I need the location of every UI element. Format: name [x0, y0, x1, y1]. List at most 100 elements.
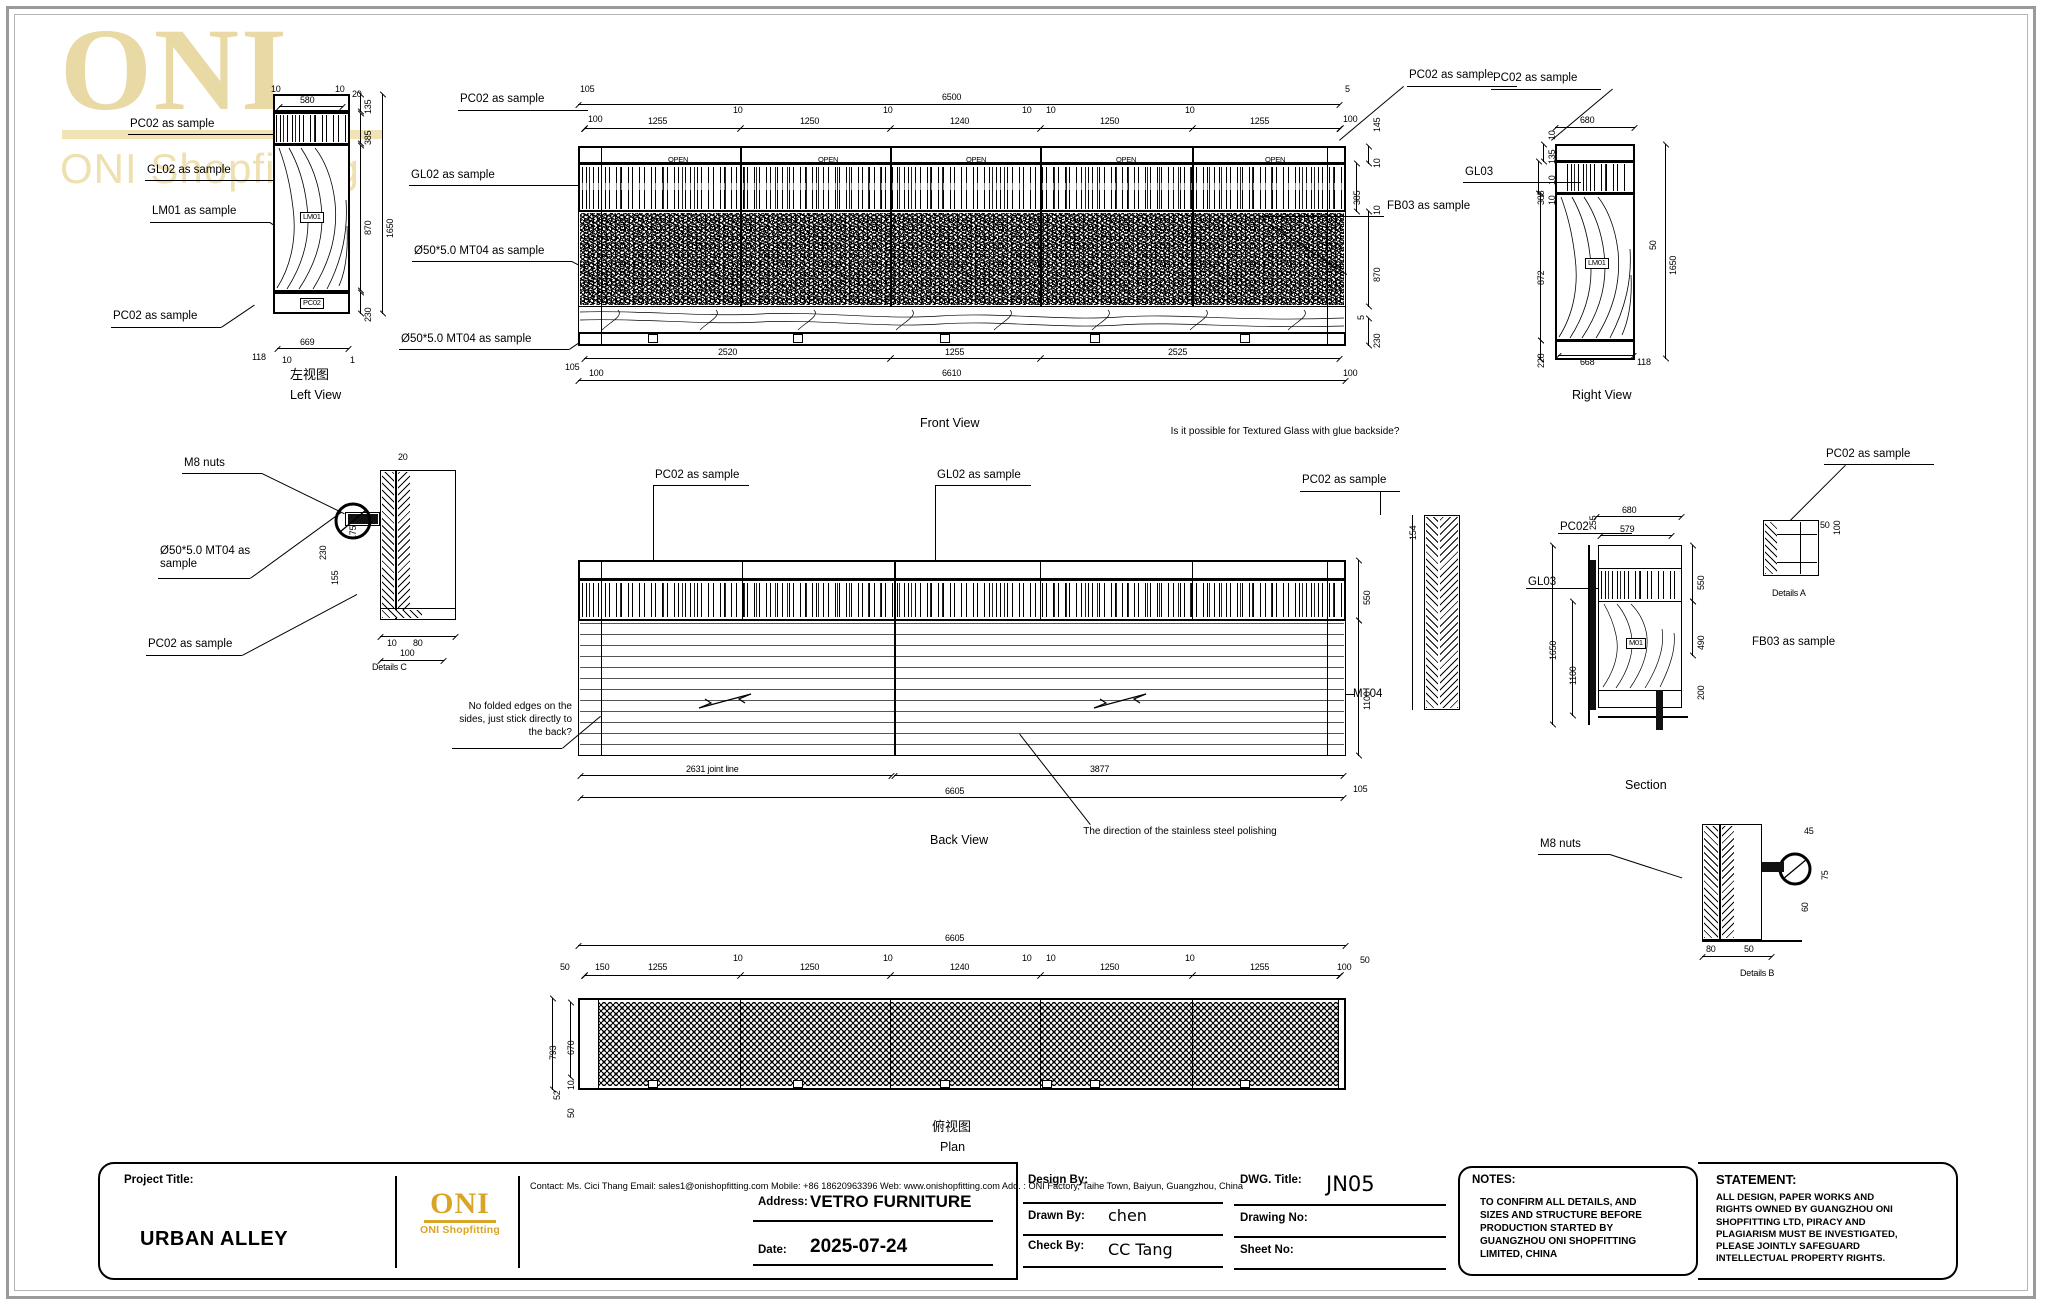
- details-c-bracket-fill: [348, 514, 378, 524]
- left-view-vdim-230: [360, 292, 361, 314]
- design-by-label: Design By:: [1028, 1174, 1089, 1186]
- right-view-vdim-1650: [1665, 144, 1666, 359]
- left-view-vdim-385: [360, 113, 361, 144]
- back-view-top-cap: [578, 560, 1346, 580]
- back-view-dim-joint-line: [580, 775, 892, 776]
- leader-line-fb03: [1259, 216, 1384, 217]
- front-view-mullion: [890, 146, 892, 307]
- details-c-plate-hatch: [398, 472, 410, 618]
- front-view-seg-1255b: 1255: [1250, 116, 1270, 126]
- dwg-rule: [1234, 1204, 1446, 1206]
- section-leg: [1656, 690, 1663, 730]
- left-view-plinth: [273, 292, 350, 314]
- address-rule: [753, 1220, 993, 1222]
- front-view-label-mt04b: Ø50*5.0 MT04 as sample: [401, 333, 532, 345]
- details-c-label-m8: M8 nuts: [184, 457, 225, 469]
- back-view-mullion-s: [1192, 560, 1193, 621]
- plan-divider: [890, 998, 891, 1090]
- right-view-vdim-385: [1538, 161, 1539, 194]
- front-view-label-mt04a: Ø50*5.0 MT04 as sample: [414, 245, 545, 257]
- details-c-baseline: [380, 608, 456, 609]
- details-a-title: Details A: [1772, 588, 1806, 598]
- left-view-dim-135: 135: [363, 99, 373, 114]
- plan-divider: [1192, 998, 1193, 1090]
- leader-line: [1380, 491, 1381, 515]
- plan-foot: [648, 1080, 658, 1088]
- leader-line: [1491, 89, 1601, 90]
- back-view-label-mt04: MT04: [1353, 688, 1383, 700]
- plan-foot: [1042, 1080, 1052, 1088]
- details-b-dim-45: 45: [1804, 826, 1814, 836]
- left-view-top-cap: [273, 94, 350, 112]
- section-wood-fill: [1600, 603, 1680, 689]
- title-block-sep-1: [395, 1176, 397, 1268]
- details-a-dim-100: 100: [1832, 520, 1842, 535]
- leader-line: [653, 485, 654, 560]
- statement-body: ALL DESIGN, PAPER WORKS AND RIGHTS OWNED…: [1716, 1192, 1898, 1265]
- leader-line: [1463, 182, 1581, 183]
- right-view-top-cap: [1555, 144, 1635, 162]
- section-label-gl03: GL03: [1528, 576, 1557, 588]
- plan-seg-10a: 10: [733, 953, 743, 963]
- leader-line: [1300, 491, 1400, 492]
- plan-seg-50: 50: [560, 962, 570, 972]
- right-view-label-pc02: PC02 as sample: [1493, 72, 1578, 84]
- plan-title-en: Plan: [940, 1140, 966, 1154]
- plan-seg-10b: 10: [883, 953, 893, 963]
- dwg-title-label: DWG. Title:: [1240, 1174, 1302, 1186]
- front-view-dim-6610: 6610: [942, 368, 962, 378]
- left-view-dim-870: 870: [363, 220, 373, 235]
- back-view-dim-3877: 3877: [1090, 764, 1110, 774]
- details-b-base: [1702, 940, 1802, 942]
- plan-seg-50b: 50: [1360, 955, 1370, 965]
- front-view-vdim-10: [1368, 146, 1369, 164]
- front-view-bottom-chain: [584, 358, 1340, 359]
- details-a-label-pc02: PC02 as sample: [1826, 448, 1911, 460]
- check-rule: [1023, 1266, 1223, 1268]
- front-view-open-4: OPEN: [1116, 155, 1137, 164]
- statement-label: STATEMENT:: [1716, 1172, 1797, 1187]
- right-view-dim-118: 118: [1637, 357, 1651, 367]
- right-view-dim-668: 668: [1580, 357, 1595, 367]
- left-view-dim-10c: 10: [282, 355, 292, 365]
- drawing-no-rule: [1234, 1236, 1446, 1238]
- plan-body-fill: [598, 1002, 1338, 1086]
- left-view-dim-1: 1: [350, 355, 355, 365]
- leader-line: [935, 485, 1031, 486]
- sheet-no-rule: [1234, 1268, 1446, 1270]
- front-view-top-cap: [578, 146, 1346, 164]
- plan-foot: [793, 1080, 803, 1088]
- front-view-seg-1250a: 1250: [800, 116, 820, 126]
- leader-line: [409, 185, 589, 186]
- front-view-bdim-100: 100: [589, 368, 604, 378]
- leader-line: [1526, 588, 1598, 589]
- leader-line: [458, 110, 588, 111]
- back-view-dim-6605: 6605: [945, 786, 965, 796]
- details-a-line: [1777, 562, 1817, 563]
- details-c-dim-80: 80: [413, 638, 423, 648]
- details-c-title: Details C: [372, 662, 407, 672]
- sheet-border-outer: [6, 6, 2036, 1299]
- front-view-foot: [793, 334, 803, 343]
- front-view-seg-1240: 1240: [950, 116, 970, 126]
- details-c-dim-100-line: [380, 660, 444, 661]
- front-view-edge: [1327, 146, 1328, 346]
- details-a-line: [1800, 522, 1801, 574]
- plan-seg-10c: 10: [1022, 953, 1032, 963]
- plan-dim-52: 52: [552, 1090, 562, 1100]
- plan-seg-10e: 10: [1185, 953, 1195, 963]
- section-dim-550: 550: [1696, 575, 1706, 590]
- details-b-title: Details B: [1740, 968, 1775, 978]
- details-b-label-m8: M8 nuts: [1540, 838, 1581, 850]
- back-view-label-pc02-right: PC02 as sample: [1302, 474, 1387, 486]
- section-floor: [1598, 716, 1688, 718]
- front-view-open-1: OPEN: [668, 155, 689, 164]
- back-view-dim-105: 105: [1353, 784, 1368, 794]
- left-view-inner-tag: LM01: [300, 212, 324, 223]
- details-c-dim-10: 10: [387, 638, 397, 648]
- left-view-dim-10b: 10: [335, 84, 345, 94]
- details-c-dim-20: 20: [398, 452, 408, 462]
- front-view-mullion: [1040, 146, 1042, 307]
- leader-line: [111, 327, 221, 328]
- left-view-plinth-tag: PC02: [300, 298, 324, 309]
